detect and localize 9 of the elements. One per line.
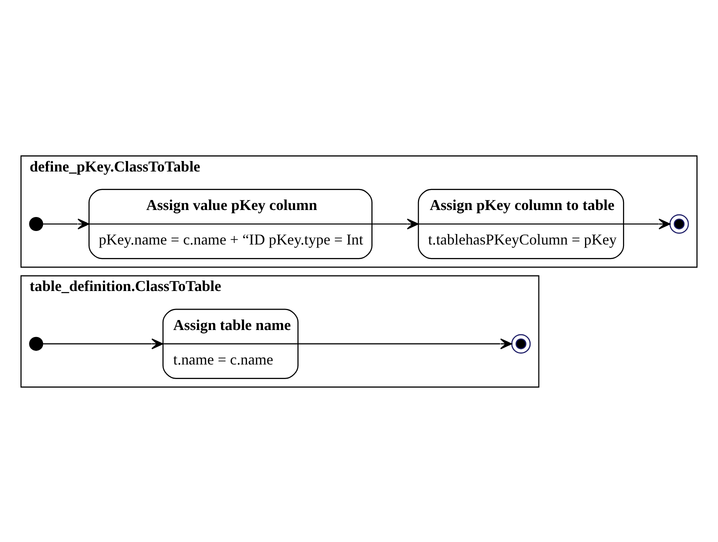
- node-bullseye: [669, 214, 689, 234]
- node-bullseye: [511, 334, 531, 354]
- arrow: [42, 338, 164, 349]
- node-circle: [29, 216, 44, 230]
- node-circle: [29, 336, 44, 350]
- arrow: [372, 218, 419, 229]
- arrow: [624, 218, 670, 229]
- arrow: [298, 338, 512, 349]
- arrow: [42, 218, 90, 229]
